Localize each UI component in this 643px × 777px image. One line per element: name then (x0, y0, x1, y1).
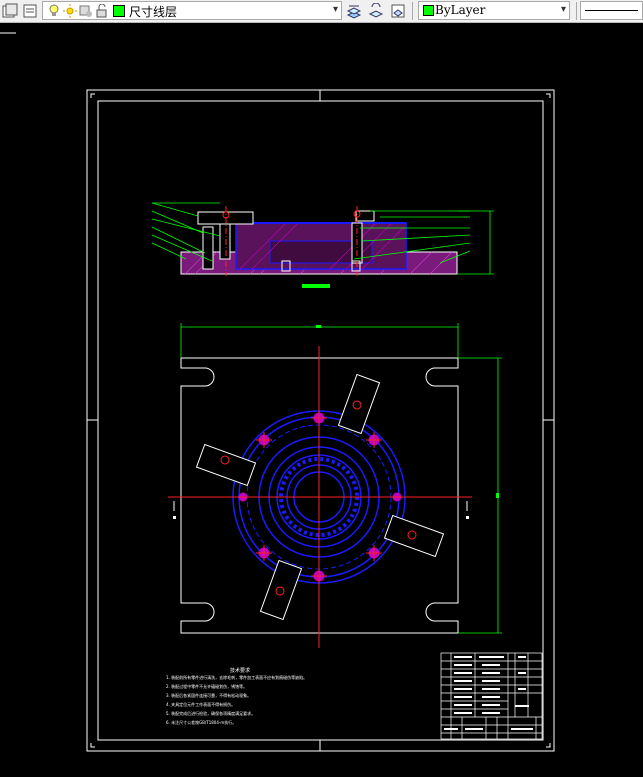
note-line: 5. 装配完成后进行检验，确保各项精度满足要求。 (166, 710, 255, 716)
note-line: 2. 装配过程中零件不允许磕碰划伤，锈蚀等。 (166, 683, 247, 689)
lock-icon (96, 4, 107, 18)
layer-dropdown[interactable]: 尺寸线层 ▾ (42, 1, 342, 20)
toolbar: 尺寸线层 ▾ ByLayer ▾ (0, 0, 643, 23)
layer-properties-icon[interactable] (2, 3, 18, 19)
technical-notes: 技术要求 1. 装配前所有零件进行清洗，去除毛刺，零件加工表面不应有划痕碰伤等缺… (166, 667, 307, 725)
bulb-icon (49, 4, 59, 16)
color-swatch (423, 5, 434, 16)
layer-color-swatch (113, 5, 125, 17)
color-value: ByLayer (435, 3, 486, 17)
section-view (151, 202, 494, 288)
sun-icon (63, 4, 77, 18)
plan-view (168, 323, 502, 648)
layer-walk-icon[interactable] (390, 3, 406, 19)
toolbar-separator (412, 2, 413, 20)
layer-previous-icon[interactable] (368, 3, 384, 19)
title-block-fills (444, 656, 533, 730)
viewport-freeze-icon (79, 5, 92, 17)
chevron-down-icon: ▾ (332, 4, 338, 15)
note-line: 6. 未注尺寸公差按GB/T1804-m执行。 (166, 719, 236, 725)
layer-name: 尺寸线层 (129, 5, 178, 19)
drawing-canvas[interactable]: 技术要求 1. 装配前所有零件进行清洗，去除毛刺，零件加工表面不应有划痕碰伤等缺… (0, 23, 643, 777)
layer-states-icon[interactable] (22, 3, 38, 19)
title-block (440, 652, 543, 740)
note-line: 1. 装配前所有零件进行清洗，去除毛刺，零件加工表面不应有划痕碰伤等缺陷。 (166, 674, 307, 680)
notes-title: 技术要求 (230, 667, 250, 674)
toolbar-separator (576, 2, 577, 20)
note-line: 4. 夹具定位元件工作表面不得有损伤。 (166, 701, 235, 707)
chevron-down-icon: ▾ (560, 4, 566, 15)
color-dropdown[interactable]: ByLayer ▾ (418, 1, 570, 20)
make-current-layer-icon[interactable] (346, 3, 362, 19)
linetype-preview (585, 10, 638, 11)
drawing-frame (86, 89, 555, 752)
note-line: 3. 装配后各紧固件连接可靠，不得有松动现象。 (166, 692, 251, 698)
linetype-dropdown[interactable] (580, 1, 643, 20)
